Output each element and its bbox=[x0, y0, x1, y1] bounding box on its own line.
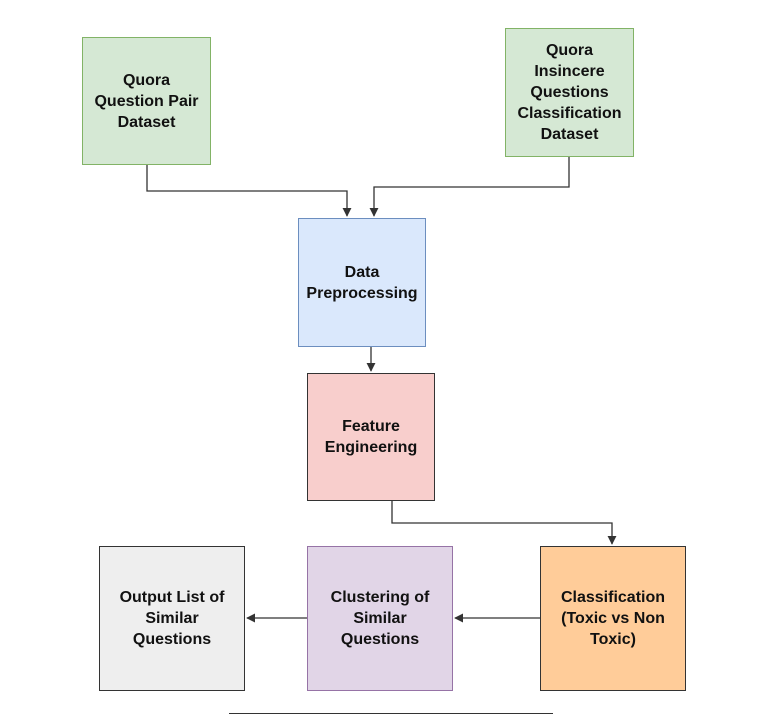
node-label-line: Feature bbox=[342, 418, 400, 435]
bottom-divider bbox=[229, 713, 553, 714]
node-label-line: Preprocessing bbox=[306, 284, 418, 302]
node-label-line: Questions bbox=[340, 631, 420, 648]
node-label-line: Quora bbox=[545, 42, 594, 59]
node-label-line: Similar bbox=[145, 610, 199, 627]
node-label-line: Dataset bbox=[540, 126, 599, 143]
edge-feature-to-classification bbox=[391, 501, 617, 545]
node-label-line: Similar bbox=[353, 610, 407, 627]
node-label-line: Output List of bbox=[119, 589, 225, 606]
node-label-line: Classification bbox=[560, 589, 666, 606]
node-label-line: Questions bbox=[530, 84, 609, 101]
node-label-line: Engineering bbox=[324, 439, 418, 456]
node-label-line: Dataset bbox=[117, 113, 176, 131]
node-label-line: Questions bbox=[132, 631, 212, 648]
edge-qqp-to-preprocessing bbox=[146, 165, 352, 217]
node-label-line: Question Pair bbox=[94, 92, 199, 110]
node-label-line: Data bbox=[344, 263, 380, 281]
node-label-line: Quora bbox=[122, 71, 171, 89]
node-label-line: Toxic) bbox=[590, 631, 636, 648]
node-label-line: (Toxic vs Non bbox=[561, 610, 665, 627]
node-label-line: Classification bbox=[517, 105, 622, 122]
node-label-line: Insincere bbox=[534, 63, 605, 80]
node-label-line: Clustering of bbox=[330, 589, 430, 606]
edge-insincere-to-preprocessing bbox=[369, 157, 570, 217]
